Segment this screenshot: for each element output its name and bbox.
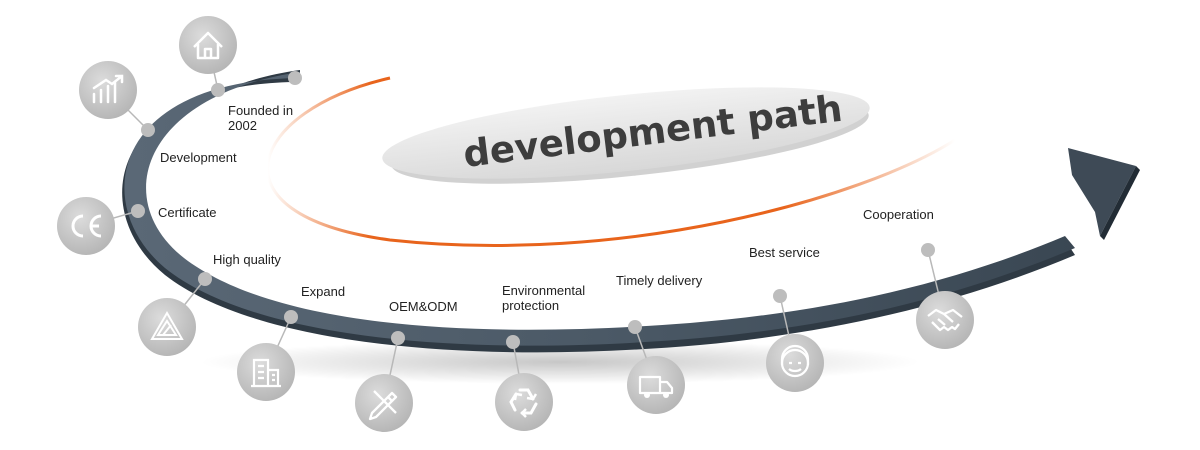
headset-icon (766, 334, 824, 392)
milestone-label: OEM&ODM (389, 299, 458, 314)
recycle-icon (495, 373, 553, 431)
path-dot (391, 331, 405, 345)
title-ellipse (382, 87, 870, 179)
milestone-label: Cooperation (863, 207, 934, 222)
arrow-head (1068, 148, 1136, 236)
pencil-ruler-icon (355, 374, 413, 432)
path-dot (773, 289, 787, 303)
path-dot (198, 272, 212, 286)
quality-triangle-icon (138, 298, 196, 356)
milestone-label: Founded in 2002 (228, 103, 294, 133)
arrow-head-edge (1100, 166, 1140, 240)
path-dot (288, 71, 302, 85)
path-dot (131, 204, 145, 218)
growth-chart-icon (79, 61, 137, 119)
path-dot (506, 335, 520, 349)
orange-swoosh (266, 76, 956, 247)
milestone-label: Timely delivery (616, 273, 703, 288)
path-dot (284, 310, 298, 324)
milestone-label: Environmental protection (502, 283, 586, 313)
milestone-label: Development (160, 150, 237, 165)
path-dot (211, 83, 225, 97)
path-dot (921, 243, 935, 257)
path-dot (628, 320, 642, 334)
milestone-label: High quality (213, 252, 281, 267)
milestone-label: Expand (301, 284, 346, 299)
handshake-icon (916, 291, 974, 349)
milestone-label: Certificate (158, 205, 217, 220)
ce-mark-icon (57, 197, 115, 255)
buildings-icon (237, 343, 295, 401)
house-icon (179, 16, 237, 74)
path-dot (141, 123, 155, 137)
milestone-label: Best service (749, 245, 820, 260)
arrow-shadow (200, 340, 920, 384)
truck-icon (627, 356, 685, 414)
